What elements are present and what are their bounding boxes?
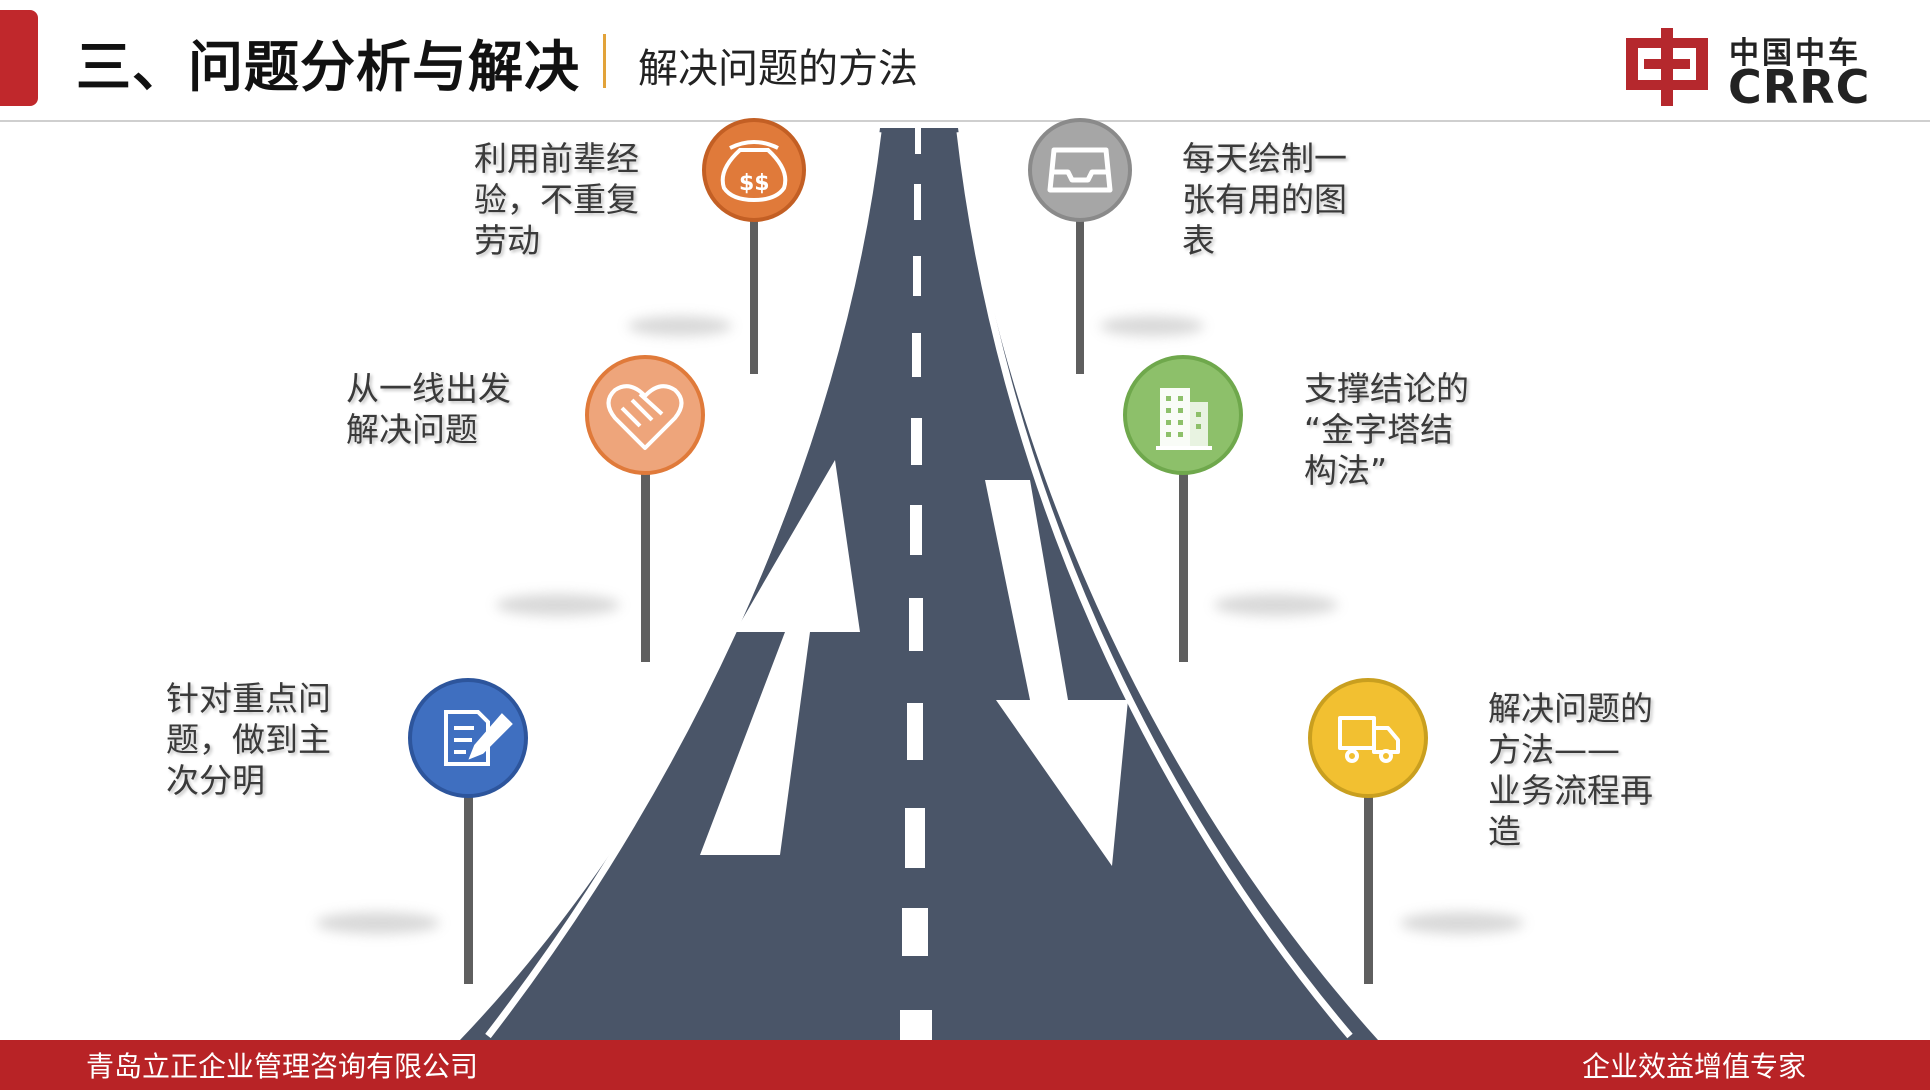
method-pin-1: $$ <box>702 118 806 374</box>
method-pin-6 <box>1308 678 1428 984</box>
page-subtitle: 解决问题的方法 <box>638 46 918 92</box>
method-label-5: 支撑结论的 “金字塔结 构法” <box>1304 368 1469 491</box>
road-center-dashes <box>900 128 932 1040</box>
up-arrow <box>700 460 860 855</box>
slide-footer: 青岛立正企业管理咨询有限公司 企业效益增值专家 <box>0 1040 1930 1090</box>
footer-slogan: 企业效益增值专家 <box>1581 1050 1806 1083</box>
method-label-4-line-3: 表 <box>1182 221 1215 260</box>
logo-chinese-text: 中国中车 <box>1729 36 1861 71</box>
method-label-3-line-2: 题，做到主 <box>166 720 331 759</box>
truck-icon <box>1338 716 1400 763</box>
method-pin-2 <box>585 355 705 662</box>
svg-text:$$: $$ <box>739 171 770 196</box>
method-label-1-line-3: 劳动 <box>474 221 540 260</box>
road-left-edge-line <box>485 131 882 1039</box>
page-title: 三、问题分析与解决 <box>76 35 581 99</box>
building-icon <box>1156 388 1212 450</box>
method-pin-3 <box>408 678 528 984</box>
method-label-3: 针对重点问 题，做到主 次分明 <box>166 678 331 801</box>
header-separator <box>0 120 1930 122</box>
down-arrow <box>985 480 1128 866</box>
title-divider <box>603 34 606 88</box>
method-label-6-line-1: 解决问题的 <box>1488 689 1653 728</box>
method-label-4-line-2: 张有用的图 <box>1182 180 1347 219</box>
method-label-6-line-3: 业务流程再 <box>1488 771 1653 810</box>
road-right-edge-line <box>956 131 1353 1039</box>
pin-shadows <box>316 316 1524 934</box>
method-label-2-line-1: 从一线出发 <box>346 369 511 408</box>
method-pin-5 <box>1123 355 1243 662</box>
method-label-3-line-3: 次分明 <box>166 761 265 800</box>
method-label-2-line-2: 解决问题 <box>346 410 478 449</box>
method-label-1-line-2: 验，不重复 <box>474 180 639 219</box>
method-label-1-line-1: 利用前辈经 <box>474 139 639 178</box>
method-label-6-line-2: 方法—— <box>1488 730 1620 769</box>
method-label-6: 解决问题的 方法—— 业务流程再 造 <box>1488 688 1653 852</box>
method-label-4-line-1: 每天绘制一 <box>1182 139 1347 178</box>
road-surface <box>460 128 1378 1040</box>
method-label-2: 从一线出发 解决问题 <box>346 368 511 450</box>
method-label-4: 每天绘制一 张有用的图 表 <box>1182 138 1347 261</box>
method-label-5-line-2: “金字塔结 <box>1304 410 1454 449</box>
method-label-1: 利用前辈经 验，不重复 劳动 <box>474 138 639 261</box>
method-label-5-line-3: 构法” <box>1304 451 1388 490</box>
handshake-heart-icon <box>606 384 684 450</box>
method-label-6-line-4: 造 <box>1488 812 1521 851</box>
slide-header: 三、问题分析与解决 解决问题的方法 中国中车 CRRC <box>0 0 1930 120</box>
method-label-3-line-1: 针对重点问 <box>166 679 331 718</box>
header-red-tab <box>0 10 38 106</box>
logo-english-text: CRRC <box>1728 60 1871 114</box>
document-pen-icon <box>444 710 513 766</box>
method-pin-4 <box>1028 118 1132 374</box>
crrc-logo: 中国中车 CRRC <box>1622 26 1872 114</box>
money-bag-icon: $$ <box>720 140 788 203</box>
crrc-emblem-icon <box>1626 28 1708 106</box>
inbox-tray-icon <box>1047 147 1113 193</box>
footer-company: 青岛立正企业管理咨询有限公司 <box>86 1050 479 1083</box>
method-label-5-line-1: 支撑结论的 <box>1304 369 1469 408</box>
